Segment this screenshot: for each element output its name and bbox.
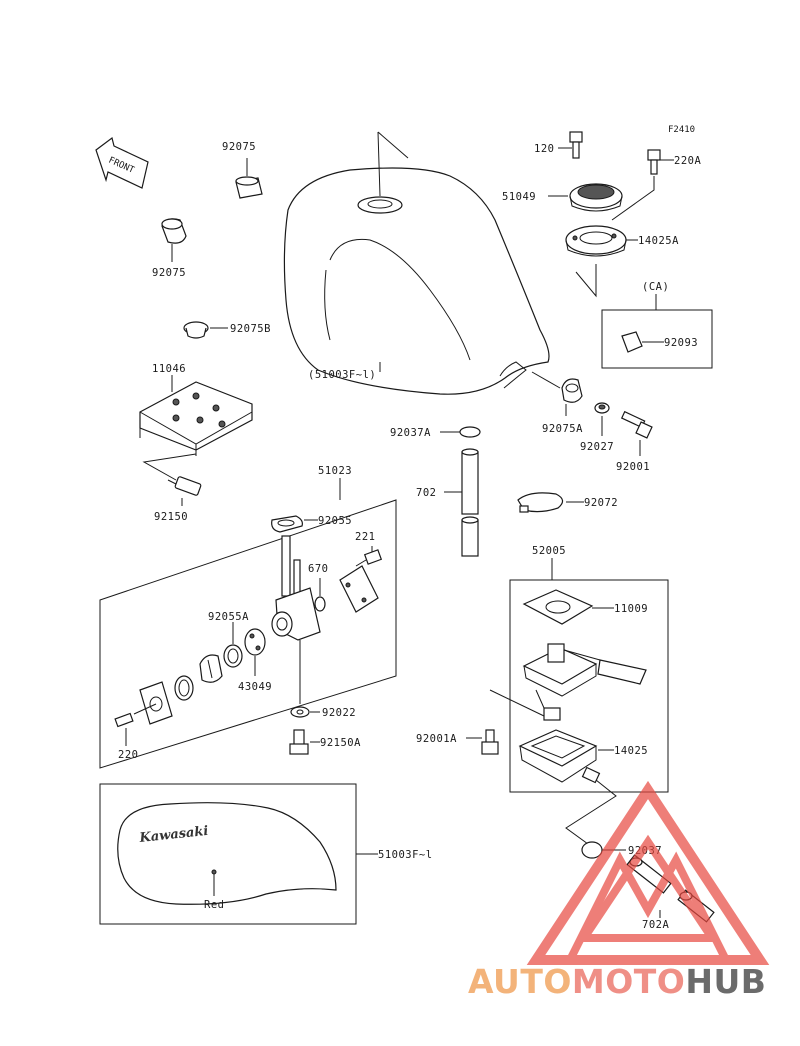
label-14025A: 14025A [638,235,679,247]
leader-line-clamp [565,779,617,845]
gasket-11009 [522,589,614,625]
watermark-part-moto: MOTO [571,962,686,1001]
label-92075A: 92075A [542,423,583,435]
grommet-92075B [183,321,228,339]
bolt-92001 [620,410,653,456]
rubber-damper-92075-bottom [161,218,187,262]
label-43049: 43049 [238,681,272,693]
label-52005: 52005 [532,545,566,557]
fuel-tank [283,131,550,395]
fuel-sender-unit [522,643,647,721]
o-ring-670 [314,578,326,612]
label-702A: 702A [642,919,669,931]
cover-14025 [518,729,614,784]
label-220: 220 [118,749,138,761]
label-11009: 11009 [614,603,648,615]
label-92055A: 92055A [208,611,249,623]
clip-92037A [440,426,481,438]
screw-220 [114,712,134,746]
bolt-92150 [142,453,202,506]
figure-code: F2410 [668,125,695,135]
label-120: 120 [534,143,554,155]
spring [174,675,194,701]
label-92001: 92001 [616,461,650,473]
label-92072: 92072 [584,497,618,509]
ca-label: (CA) [642,281,669,293]
tap-lever [199,654,223,683]
rubber-damper-92075A [531,371,583,416]
label-92022: 92022 [322,707,356,719]
cap-92093 [621,331,664,353]
label-670: 670 [308,563,328,575]
label-92150: 92150 [154,511,188,523]
label-92075-bottom: 92075 [152,267,186,279]
front-arrow-icon: FRONT [95,136,149,189]
label-92150A: 92150A [320,737,361,749]
watermark-text: AUTOMOTOHUB [468,962,766,1001]
gasket-92055 [271,515,318,533]
fuel-tap-body [271,535,321,704]
rubber-damper-92075-top [235,158,263,199]
bolt-120 [558,131,583,159]
label-92001A: 92001A [416,733,457,745]
label-51023: 51023 [318,465,352,477]
o-ring-92055A [223,622,243,668]
label-11046: 11046 [152,363,186,375]
label-92027: 92027 [580,441,614,453]
screw-221 [355,546,383,567]
bolt-92001A [466,689,545,755]
watermark-part-hub: HUB [685,962,767,1001]
label-92075-top: 92075 [222,141,256,153]
california-model-box [601,309,713,369]
fuel-cap-51049 [548,183,623,212]
bolt-220A [611,149,674,221]
collar-92027 [594,402,610,436]
tap-front-plate [133,681,173,725]
label-220A: 220A [674,155,701,167]
label-702: 702 [416,487,436,499]
cap-base-ring-14025A [565,225,638,298]
fuel-gauge-assembly-box [509,579,669,793]
tap-cover-plate [339,565,379,613]
watermark-logo-icon [526,780,770,965]
label-14025: 14025 [614,745,648,757]
lever-plate-43049 [244,628,266,676]
hose-702 [444,448,479,557]
decal-color-text: Red [204,899,224,911]
label-51003F-1-tank: (51003F~l) [308,369,376,381]
washer-92022 [290,706,320,718]
bolt-92150A [289,729,320,755]
label-51003F-1-decal: 51003F~l [378,849,433,861]
label-221: 221 [355,531,375,543]
label-92055: 92055 [318,515,352,527]
decal-brand-text: Kawasaki [138,824,209,846]
fuel-tap-assembly-box [99,499,397,769]
label-51049: 51049 [502,191,536,203]
tank-decal-outline [117,802,337,905]
label-92093: 92093 [664,337,698,349]
watermark-part-auto: AUTO [468,962,572,1001]
bracket-11046 [139,375,253,456]
band-92072 [517,492,584,513]
label-92075B: 92075B [230,323,271,335]
label-92037A: 92037A [390,427,431,439]
